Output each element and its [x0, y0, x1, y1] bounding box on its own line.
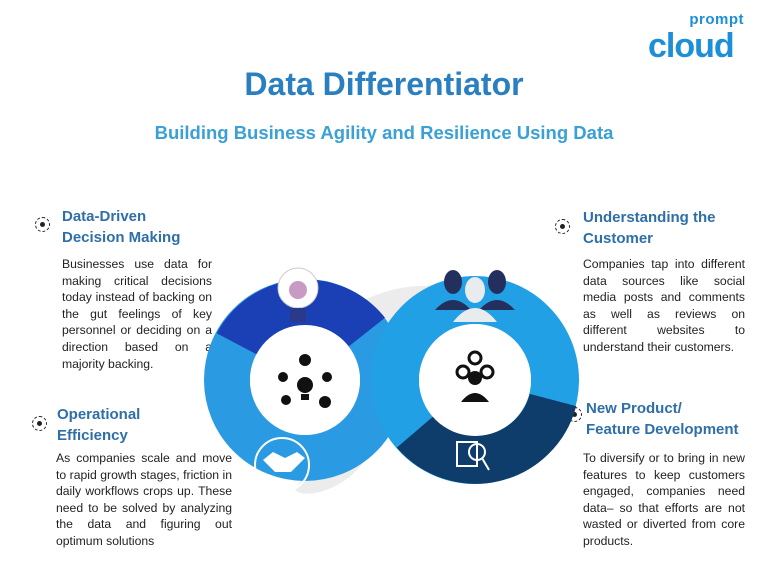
target-bullet-icon	[32, 416, 47, 431]
page-title: Data Differentiator	[244, 66, 524, 102]
handshake-icon	[254, 437, 310, 493]
manager-gears-icon	[455, 350, 495, 402]
page-subtitle: Building Business Agility and Resilience…	[154, 122, 614, 143]
infinity-diagram	[204, 267, 579, 494]
promptcloud-logo: prompt cloud	[648, 12, 748, 64]
target-bullet-icon	[35, 217, 50, 232]
section-body: Businesses use data for making critical …	[62, 257, 212, 371]
logo-bottom-text: cloud	[648, 27, 735, 65]
customers-icon	[435, 270, 515, 322]
section-body: Companies tap into different data source…	[583, 257, 745, 354]
section-heading: New Product/Feature Development	[586, 400, 739, 438]
right-ring-segment	[396, 393, 577, 484]
section-body: To diversify or to bring in new features…	[583, 451, 745, 548]
product-search-icon	[456, 441, 490, 471]
target-bullet-icon	[555, 219, 570, 234]
lightbulb-icon	[277, 267, 319, 322]
logo-top-text: prompt	[689, 11, 744, 28]
idea-network-icon	[278, 354, 332, 408]
section-body: As companies scale and move to rapid gro…	[56, 451, 232, 548]
